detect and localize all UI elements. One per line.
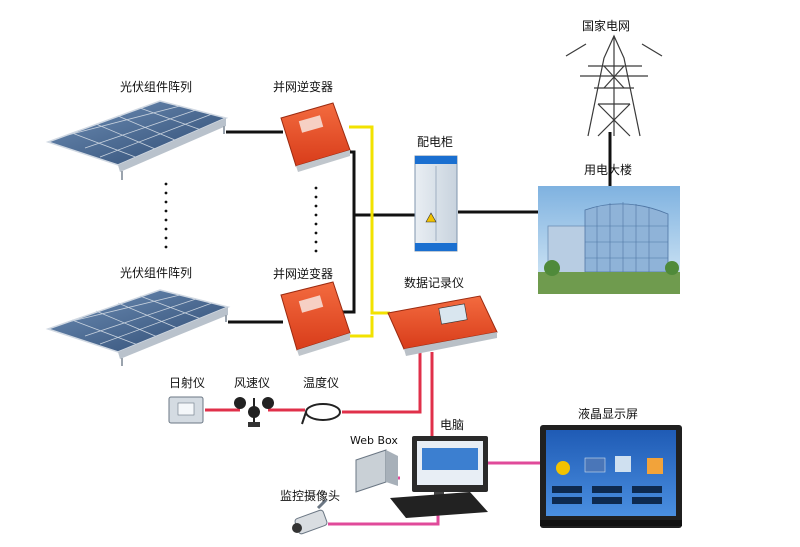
web-box <box>355 449 398 493</box>
thermometer-probe <box>301 403 341 425</box>
inverter-top <box>280 102 351 172</box>
thermometer-label: 温度仪 <box>303 376 340 390</box>
inverter-bottom-label: 并网逆变器 <box>273 267 334 281</box>
pv-array-top-label: 光伏组件阵列 <box>120 80 193 94</box>
camera-label: 监控摄像头 <box>280 489 341 503</box>
power-wires <box>226 130 612 324</box>
anemometer <box>234 397 274 427</box>
computer-label: 电脑 <box>440 418 465 432</box>
pv-array-bottom <box>45 289 231 366</box>
data-logger <box>387 295 498 356</box>
continuation-dots <box>164 182 318 253</box>
distribution-cabinet-label: 配电柜 <box>417 135 454 149</box>
irradiance-meter <box>168 396 204 424</box>
security-camera <box>292 498 328 535</box>
lcd-display-label: 液晶显示屏 <box>578 407 639 421</box>
lcd-display <box>540 425 682 528</box>
transmission-tower <box>565 34 663 137</box>
inverter-top-label: 并网逆变器 <box>273 80 334 94</box>
distribution-cabinet <box>414 155 458 252</box>
building-label: 用电大楼 <box>584 163 633 177</box>
web-box-label: Web Box <box>350 434 398 447</box>
irradiance-meter-label: 日射仪 <box>169 376 206 390</box>
national-grid-label: 国家电网 <box>582 19 631 33</box>
office-building <box>538 186 680 294</box>
computer <box>390 436 488 518</box>
data-logger-label: 数据记录仪 <box>404 276 465 290</box>
anemometer-label: 风速仪 <box>234 376 271 390</box>
inverter-bus <box>340 150 356 314</box>
dc-wires <box>349 125 390 338</box>
pv-array-top <box>45 100 229 180</box>
inverter-bottom <box>280 281 351 356</box>
signal-wires <box>205 352 434 436</box>
pv-array-bottom-label: 光伏组件阵列 <box>120 266 193 280</box>
